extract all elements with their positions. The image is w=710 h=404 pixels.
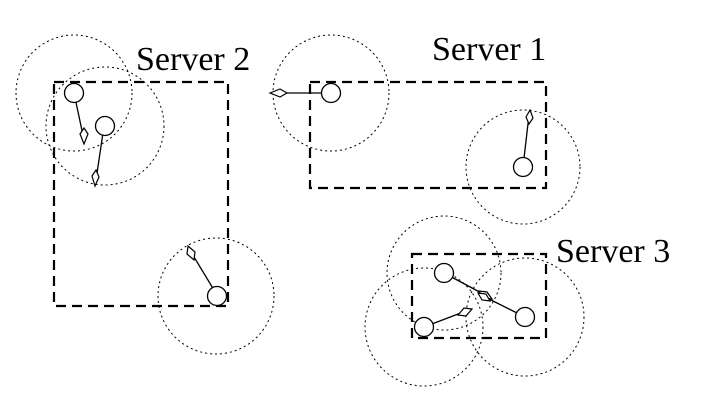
mobile-node	[94, 115, 116, 137]
range-circle	[157, 237, 275, 355]
mobile-node	[320, 82, 342, 104]
server-2-region	[52, 80, 230, 308]
range-circle	[15, 34, 133, 152]
server-3-region	[410, 252, 548, 340]
mobile-node	[433, 262, 455, 284]
mobile-node	[206, 285, 228, 307]
range-circle	[465, 109, 581, 225]
movement-vectors	[73, 88, 534, 328]
range-circle	[364, 267, 484, 387]
mobile-node	[512, 156, 534, 178]
range-circle	[386, 215, 502, 331]
server-1-region	[308, 80, 548, 190]
server-2-label: Server 2	[136, 41, 250, 78]
range-circle	[45, 66, 165, 186]
mobile-node	[413, 316, 435, 338]
mobile-node	[63, 82, 85, 104]
server-3-label: Server 3	[556, 233, 670, 270]
server-1-label: Server 1	[432, 31, 546, 68]
range-circle	[465, 257, 585, 377]
mobile-node	[514, 306, 536, 328]
